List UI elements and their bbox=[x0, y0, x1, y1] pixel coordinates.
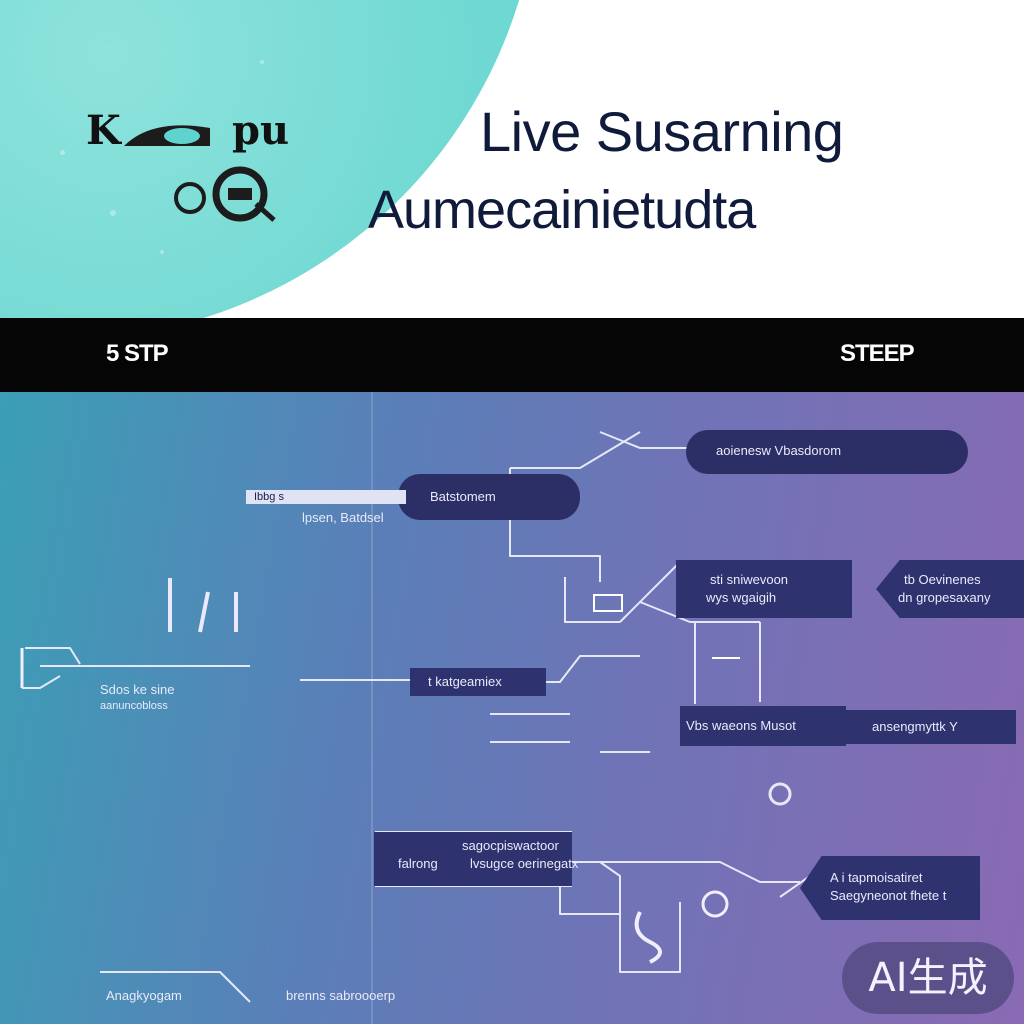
logo-letters-left: K bbox=[86, 107, 121, 154]
ai-generated-badge: AI生成 bbox=[842, 942, 1014, 1014]
logo: K pu bbox=[86, 107, 290, 228]
diagram-node-3: sti sniwevoon wys wgaigih bbox=[676, 560, 852, 618]
flow-diagram: aoienesw Vbasdorom Batstomem Ibbg s lpse… bbox=[0, 392, 1024, 1024]
step-band bbox=[0, 318, 1024, 392]
label-bar: Ibbg s bbox=[246, 490, 406, 504]
logo-emblem-icon bbox=[174, 166, 276, 222]
bottom-label-text: brenns sabroooerp bbox=[286, 988, 396, 1003]
node-label: ansengmyttk Y bbox=[872, 719, 958, 734]
node-label: Vbs waeons Musot bbox=[686, 718, 796, 733]
node-line-1: tb Oevinenes bbox=[904, 572, 981, 587]
node-line-2: dn gropesaxany bbox=[898, 590, 991, 605]
node-line-1: A i tapmoisatiret bbox=[830, 870, 923, 885]
decor-speck bbox=[60, 150, 65, 155]
band-label-right: STEEP bbox=[840, 340, 915, 367]
diagram-node-7b: ansengmyttk Y bbox=[846, 710, 1016, 744]
decor-speck bbox=[260, 60, 264, 64]
node-line-2: wys wgaigih bbox=[706, 590, 777, 605]
page-title: Live Susarning bbox=[480, 100, 844, 163]
node-line-1: sagocpiswactoor bbox=[462, 838, 559, 853]
bottom-label-right: brenns sabroooerp bbox=[286, 988, 395, 1004]
diagram-node-7a: Vbs waeons Musot bbox=[680, 706, 846, 746]
diagram-node-8: sagocpiswactoor falrong lvsugce oerinega… bbox=[374, 832, 578, 886]
decor-speck bbox=[330, 260, 337, 267]
band-label-left: 5 STP bbox=[106, 340, 169, 367]
diagram-node-4: tb Oevinenes dn gropesaxany bbox=[876, 560, 1024, 618]
bottom-label-left: Anagkyogam bbox=[106, 988, 182, 1004]
node-line-2: Saegyneonot fhete t bbox=[830, 888, 947, 903]
node-title: Batstomem bbox=[430, 489, 496, 504]
label-bar-text: Ibbg s bbox=[254, 491, 284, 503]
node-line-3: lvsugce oerinegatx bbox=[470, 856, 579, 871]
caption-text: lpsen, Batdsel bbox=[302, 510, 384, 525]
node-line-2: falrong bbox=[398, 856, 438, 871]
node-label: aoienesw Vbasdorom bbox=[716, 443, 842, 458]
node-label: t katgeamiex bbox=[428, 674, 502, 689]
caption-line-1: Sdos ke sine bbox=[100, 682, 175, 697]
header: K pu Live Susarning Aumecainietudta bbox=[0, 0, 1024, 318]
logo-wordmark-icon bbox=[124, 125, 210, 146]
diagram-node-5: t katgeamiex bbox=[410, 668, 546, 696]
decor-speck bbox=[160, 250, 164, 254]
logo-letters-right: pu bbox=[232, 107, 290, 154]
decor-speck bbox=[400, 230, 405, 235]
node-caption: lpsen, Batdsel bbox=[302, 510, 384, 526]
decor-speck bbox=[110, 210, 116, 216]
bottom-label-text: Anagkyogam bbox=[106, 988, 182, 1003]
node-line-1: sti sniwevoon bbox=[710, 572, 789, 587]
diagram-node-1: aoienesw Vbasdorom bbox=[686, 430, 968, 474]
caption-line-2: aanuncobloss bbox=[100, 700, 168, 712]
diagram-node-2: Batstomem bbox=[398, 474, 580, 520]
diagram-node-9: A i tapmoisatiret Saegyneonot fhete t bbox=[800, 856, 980, 920]
side-caption: Sdos ke sine aanuncobloss bbox=[100, 682, 174, 714]
page-subtitle: Aumecainietudta bbox=[368, 180, 756, 240]
